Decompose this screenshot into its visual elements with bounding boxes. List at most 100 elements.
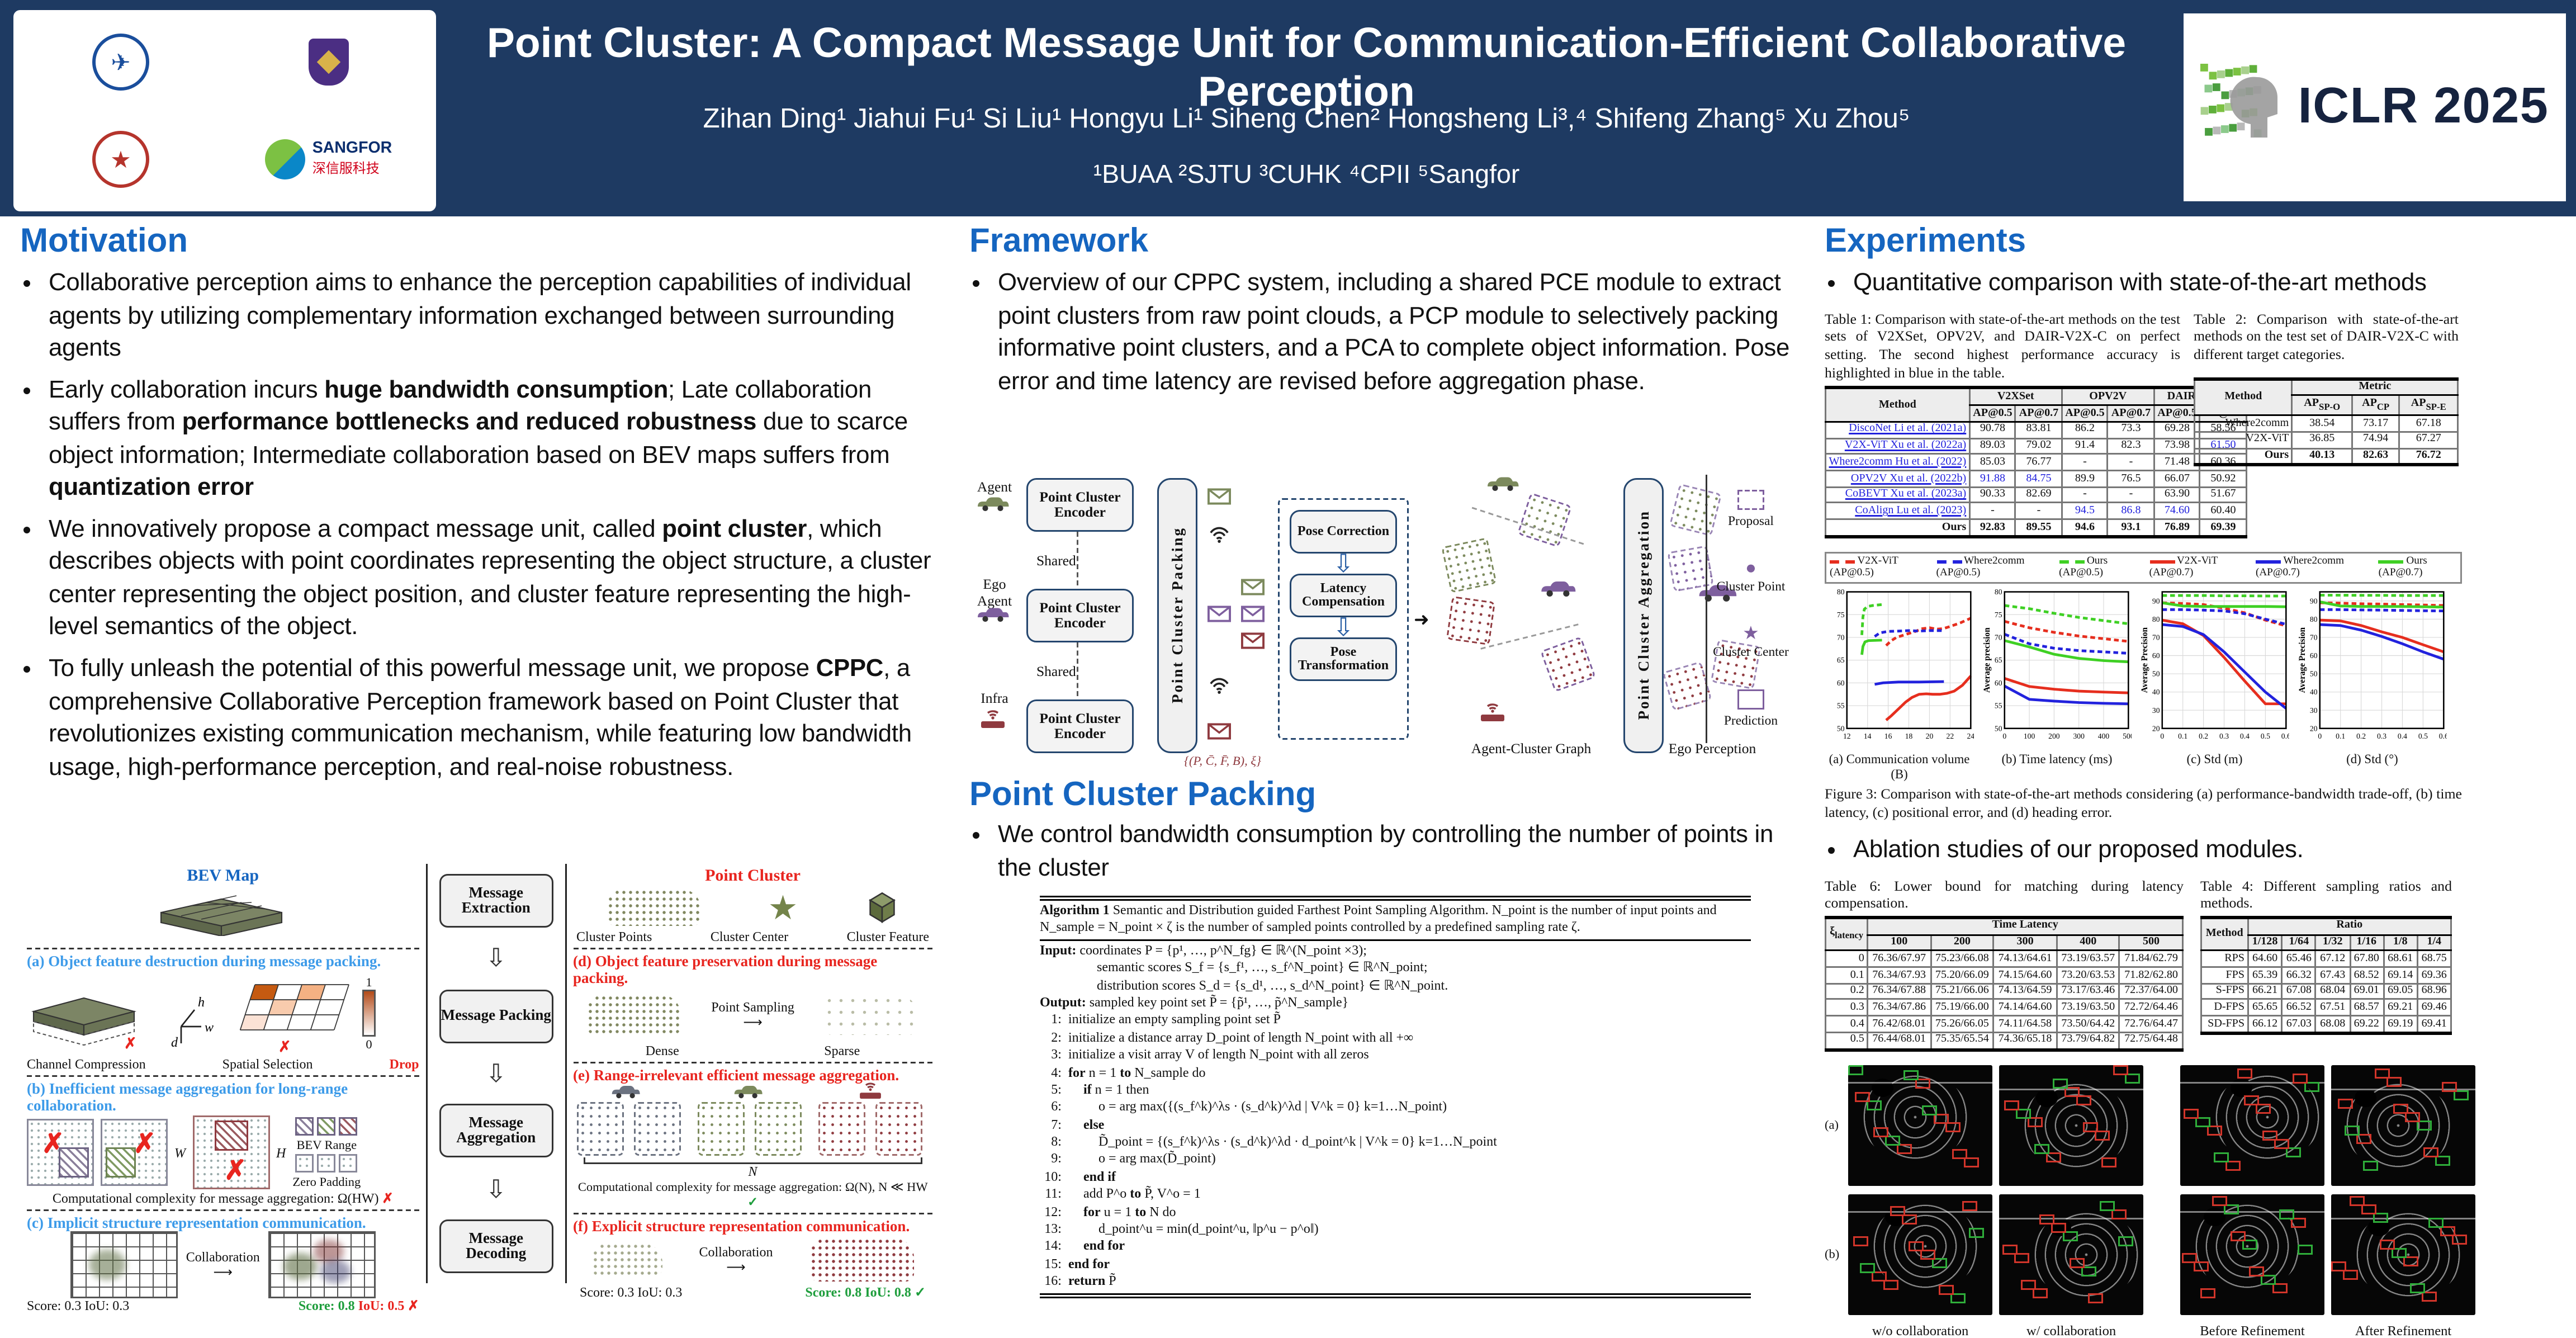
cell: AP@0.7 (2015, 404, 2063, 423)
chart-d: 00.10.20.30.40.50.62030405060708090Avera… (2298, 587, 2449, 782)
cell: 76.42/68.01 (1867, 1015, 1931, 1033)
table2-caption: Table 2: Comparison with state-of-the-ar… (2194, 309, 2459, 363)
table-row: MethodV2XSetOPV2VDAIR-V2X-C (1825, 387, 2247, 423)
svg-text:50: 50 (1995, 724, 2002, 732)
cell: Where2comm (2193, 414, 2293, 433)
column-framework: Framework Overview of our CPPC system, i… (969, 223, 1794, 1298)
cell: 76.5 (2107, 470, 2155, 488)
svg-text:70: 70 (1837, 633, 1845, 641)
poster-authors: Zihan Ding¹ Jiahui Fu¹ Si Liu¹ Hongyu Li… (703, 104, 1910, 134)
cell: 71.84/62.79 (2119, 950, 2184, 968)
svg-text:40: 40 (2310, 688, 2318, 696)
car-icon (610, 1084, 640, 1099)
cell: 73.79/64.82 (2056, 1031, 2121, 1051)
cell: 71.82/62.80 (2119, 966, 2184, 985)
legend-entry: Where2comm (AP@0.5) (1936, 555, 2025, 579)
experiments-heading: Experiments (1825, 223, 2026, 260)
poster-title: Point Cluster: A Compact Message Unit fo… (486, 20, 2127, 116)
cell: 73.17/63.46 (2056, 982, 2121, 1001)
cell: 64.60 (2247, 950, 2283, 968)
svg-text:Average Precision: Average Precision (2298, 627, 2307, 693)
cell: OPV2V (2061, 387, 2155, 406)
cell: 72.72/64.46 (2119, 999, 2184, 1017)
experiments-bullet-2: Ablation studies of our proposed modules… (1825, 835, 2462, 868)
cell: Ours (2193, 447, 2293, 466)
legend-entry: Ours (AP@0.7) (2378, 555, 2427, 579)
cell: 75.35/65.54 (1930, 1031, 1995, 1051)
legend-entry: V2X-ViT (AP@0.7) (2149, 555, 2218, 579)
cell: Method (2193, 377, 2293, 417)
cell: 74.60 (2153, 502, 2201, 521)
cell: 94.6 (2061, 518, 2109, 537)
svg-text:40: 40 (2152, 688, 2160, 696)
cell: 66.07 (2153, 470, 2201, 488)
svg-text:80: 80 (2310, 614, 2318, 623)
cell: - (2061, 486, 2109, 504)
pose-correction-box: Pose Correction (1290, 510, 1397, 554)
legend-entry: V2X-ViT (AP@0.5) (1830, 555, 1898, 579)
cell: RPS (2200, 950, 2249, 968)
cell: 69.19 (2382, 1015, 2418, 1034)
cluster-feature-icon (865, 891, 899, 924)
column-motivation: Motivation Collaborative perception aims… (20, 223, 939, 1313)
svg-text:0.5: 0.5 (2261, 732, 2270, 740)
cell: S-FPS (2200, 982, 2249, 1001)
cluster-center-icon: ★ (768, 887, 798, 928)
axes-icon: hwd (171, 995, 214, 1050)
cell: 90.78 (1968, 420, 2017, 439)
cell: 76.77 (2015, 453, 2063, 471)
cell: 1/4 (2416, 934, 2452, 952)
cell: 40.13 (2291, 447, 2353, 466)
latency-compensation-box: Latency Compensation (1290, 574, 1397, 617)
encoder-box-3: Point Cluster Encoder (1026, 699, 1134, 753)
cell: 69.22 (2348, 1015, 2384, 1034)
bullet-item: Collaborative perception aims to enhance… (49, 268, 939, 367)
algorithm-box: Algorithm 1 Semantic and Distribution gu… (1040, 894, 1751, 1299)
sangfor-cn-name: 深信服科技 (312, 160, 380, 176)
table-1: MethodV2XSetOPV2VDAIR-V2X-CAP@0.5AP@0.7A… (1825, 386, 2247, 538)
sangfor-name: SANGFOR (312, 139, 392, 158)
svg-text:60: 60 (1995, 678, 2002, 687)
iclr-mosaic-icon (2200, 64, 2278, 138)
legend-entry: Ours (AP@0.5) (2059, 555, 2108, 579)
spatial-selection-label: Spatial Selection (222, 1057, 313, 1072)
cell: 65.65 (2247, 999, 2283, 1017)
c-score-right-red: IoU: 0.5 (358, 1298, 405, 1313)
bullet-item: We control bandwidth consumption by cont… (998, 820, 1803, 886)
cell: 76.34/67.86 (1867, 999, 1931, 1017)
svg-text:20: 20 (1926, 732, 1934, 740)
ablation-row-a-label: (a) (1825, 1117, 1839, 1133)
cell: 67.03 (2281, 1015, 2317, 1034)
svg-text:0: 0 (2002, 732, 2006, 740)
cell: 100 (1867, 934, 1931, 952)
svg-text:60: 60 (2152, 651, 2160, 659)
cell: 0.4 (1824, 1015, 1869, 1033)
cell: 400 (2056, 934, 2121, 952)
cell: 91.88 (1968, 470, 2017, 488)
institution-logos: ✈ ★ SANGFOR 深信服科技 (13, 10, 436, 211)
ego-perception-label: Ego Perception (1668, 740, 1756, 757)
cell: 68.61 (2382, 950, 2418, 968)
car-icon (732, 1084, 763, 1099)
chart-b: 010020030040050050556065707580Average pr… (1982, 587, 2134, 782)
fig-d-caption: (d) Object feature preservation during m… (573, 953, 878, 986)
svg-text:80: 80 (1837, 588, 1845, 596)
cell: 69.01 (2348, 982, 2384, 1001)
cell: 1/8 (2382, 934, 2418, 952)
cell: 73.20/63.53 (2056, 966, 2121, 985)
cell: 74.94 (2351, 431, 2400, 449)
cell: 1/16 (2348, 934, 2384, 952)
cell: 69.46 (2416, 999, 2452, 1017)
cell: Method (2200, 916, 2249, 952)
table1-caption: Table 1: Comparison with state-of-the-ar… (1825, 309, 2180, 381)
cell: 82.63 (2351, 447, 2400, 466)
